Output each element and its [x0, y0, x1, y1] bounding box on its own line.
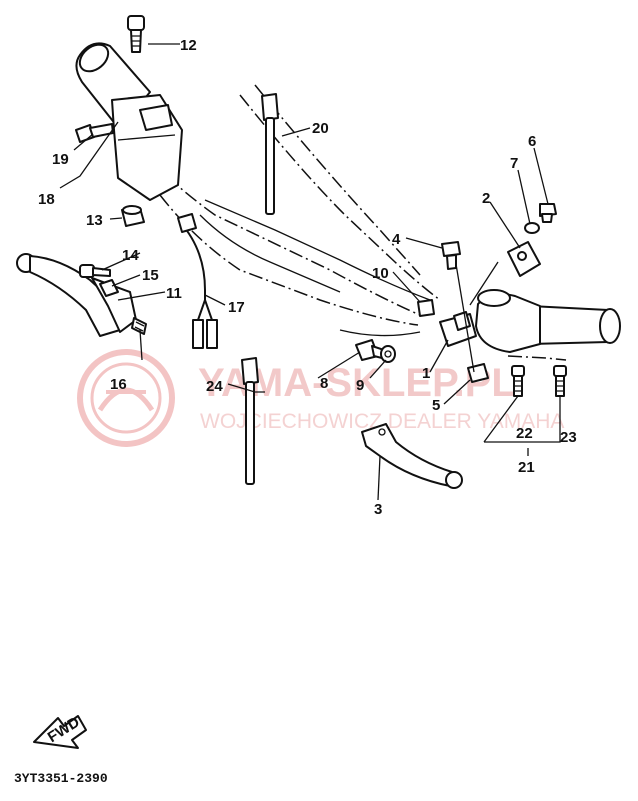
watermark: YAMA-SKLEP.PL WOJCIECHOWICZ DEALER YAMAH…: [77, 349, 564, 447]
screw-part-12: [127, 15, 145, 53]
screw-part-19: [75, 123, 114, 143]
cable-tie-part-24: [241, 357, 259, 485]
callout-15: 15: [142, 267, 159, 284]
screw-part-16: [131, 317, 147, 335]
nut-part-13: [121, 205, 145, 227]
callout-8: 8: [320, 375, 328, 392]
clutch-lever-part-11: [16, 253, 137, 337]
screw-part-22: [511, 365, 525, 397]
screw-part-6: [539, 203, 557, 223]
nut-part-15: [99, 279, 119, 297]
callout-10: 10: [372, 265, 389, 282]
callout-14: 14: [122, 247, 139, 264]
callout-20: 20: [312, 120, 329, 137]
callout-4: 4: [392, 231, 401, 248]
bolt-part-14: [79, 264, 111, 278]
washer-part-9: [380, 345, 396, 363]
callout-23: 23: [560, 429, 577, 446]
left-grip: [75, 42, 183, 201]
holder-part-2: [507, 241, 541, 277]
handlebar: [149, 84, 441, 337]
watermark-subtitle: WOJCIECHOWICZ DEALER YAMAHA: [200, 410, 564, 433]
wire-lead-part-17: [177, 213, 218, 349]
fwd-arrow-icon: FWD: [33, 713, 87, 749]
nut-part-5: [467, 363, 489, 383]
callout-11: 11: [166, 285, 182, 302]
bolt-part-4: [441, 241, 461, 270]
callout-13: 13: [86, 212, 103, 229]
callout-2: 2: [482, 190, 490, 207]
diagram-code: 3YT3351-2390: [14, 771, 108, 786]
callout-7: 7: [510, 155, 518, 172]
callout-5: 5: [432, 397, 440, 414]
callout-17: 17: [228, 299, 245, 316]
callout-21: 21: [518, 459, 535, 476]
right-grip: [439, 289, 621, 353]
callout-19: 19: [52, 151, 69, 168]
leader-lines: [59, 43, 567, 501]
callout-24: 24: [206, 378, 223, 395]
callout-3: 3: [374, 501, 382, 518]
washer-part-7: [524, 222, 540, 234]
bolt-part-8: [355, 339, 385, 361]
callout-22: 22: [516, 425, 533, 442]
callout-16: 16: [110, 376, 127, 393]
watermark-logo-icon: [77, 349, 175, 447]
callout-12: 12: [180, 37, 197, 54]
cable-tie-part-20: [261, 93, 279, 215]
callout-9: 9: [356, 377, 364, 394]
callout-18: 18: [38, 191, 55, 208]
nut-part-10: [417, 299, 435, 317]
callout-6: 6: [528, 133, 536, 150]
screw-part-23: [553, 365, 567, 397]
brake-lever-part-3: [361, 423, 463, 489]
callout-1: 1: [422, 365, 430, 382]
callouts: 12 19 18 13 14 15 11 16 17 20 24 8 9 10 …: [38, 37, 577, 518]
